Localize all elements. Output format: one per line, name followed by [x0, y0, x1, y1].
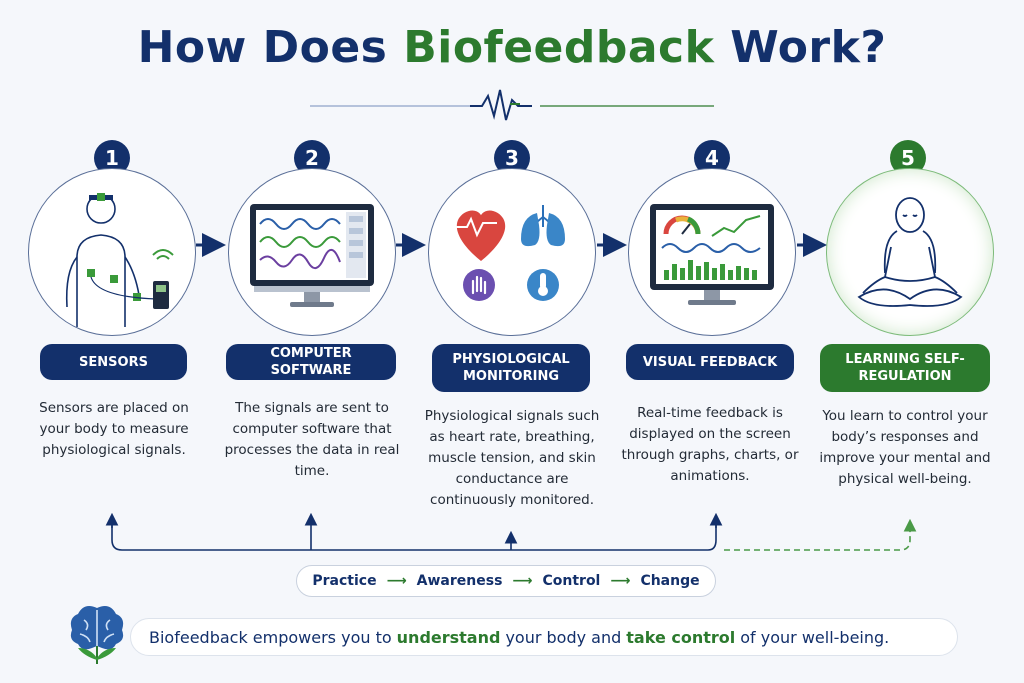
- physiology-icons: [453, 205, 565, 301]
- step-image: [428, 168, 596, 336]
- footer-highlight-1: understand: [396, 627, 501, 647]
- step-image: [28, 168, 196, 336]
- footer-post: of your well-being.: [740, 627, 890, 647]
- flow-item: Control: [542, 573, 601, 589]
- arrow-right-icon: ⟶: [512, 573, 533, 589]
- arrow-right-icon: ⟶: [610, 573, 631, 589]
- step-2-label: COMPUTER SOFTWARE: [226, 344, 396, 380]
- heart-icon: [453, 210, 506, 261]
- step-3-label: PHYSIOLOGICAL MONITORING: [432, 344, 590, 392]
- arrow-right-icon: ⟶: [386, 573, 407, 589]
- flow-item: Awareness: [416, 573, 503, 589]
- step-1-label: SENSORS: [40, 344, 187, 380]
- footer-message: Biofeedback empowers you to understand y…: [130, 618, 958, 656]
- monitor-waves-icon: [250, 204, 374, 307]
- flow-item: Practice: [312, 573, 377, 589]
- footer-highlight-2: take control: [626, 627, 736, 647]
- step-image: [628, 168, 796, 336]
- step-4-label: VISUAL FEEDBACK: [626, 344, 794, 380]
- step-image: [228, 168, 396, 336]
- step-image: [826, 168, 994, 336]
- flow-item: Change: [640, 573, 700, 589]
- step-5-desc: You learn to control your body’s respons…: [819, 408, 991, 487]
- step-3-desc: Physiological signals such as heart rate…: [424, 408, 600, 508]
- heartbeat-divider-icon: [310, 89, 714, 121]
- meditation-icon: [857, 197, 963, 307]
- step-1-desc: Sensors are placed on your body to measu…: [39, 400, 189, 458]
- step-5-label: LEARNING SELF-REGULATION: [820, 344, 990, 392]
- title-part1: How Does: [137, 22, 388, 73]
- title-part3: Work?: [730, 22, 887, 73]
- step-4-desc: Real-time feedback is displayed on the s…: [621, 405, 799, 484]
- step-2-desc: The signals are sent to computer softwar…: [224, 400, 400, 479]
- brain-icon: [70, 606, 124, 664]
- hand-icon: [463, 269, 495, 301]
- footer-mid: your body and: [505, 627, 622, 647]
- page-title: How Does Biofeedback Work?: [0, 22, 1024, 73]
- footer-pre: Biofeedback empowers you to: [149, 627, 392, 647]
- title-part2: Biofeedback: [403, 22, 715, 73]
- lungs-icon: [521, 205, 565, 247]
- human-sensors-icon: [65, 193, 174, 327]
- practice-flow-bar: Practice ⟶ Awareness ⟶ Control ⟶ Change: [296, 565, 716, 597]
- dashboard-monitor-icon: [650, 204, 774, 305]
- thermometer-icon: [527, 269, 559, 301]
